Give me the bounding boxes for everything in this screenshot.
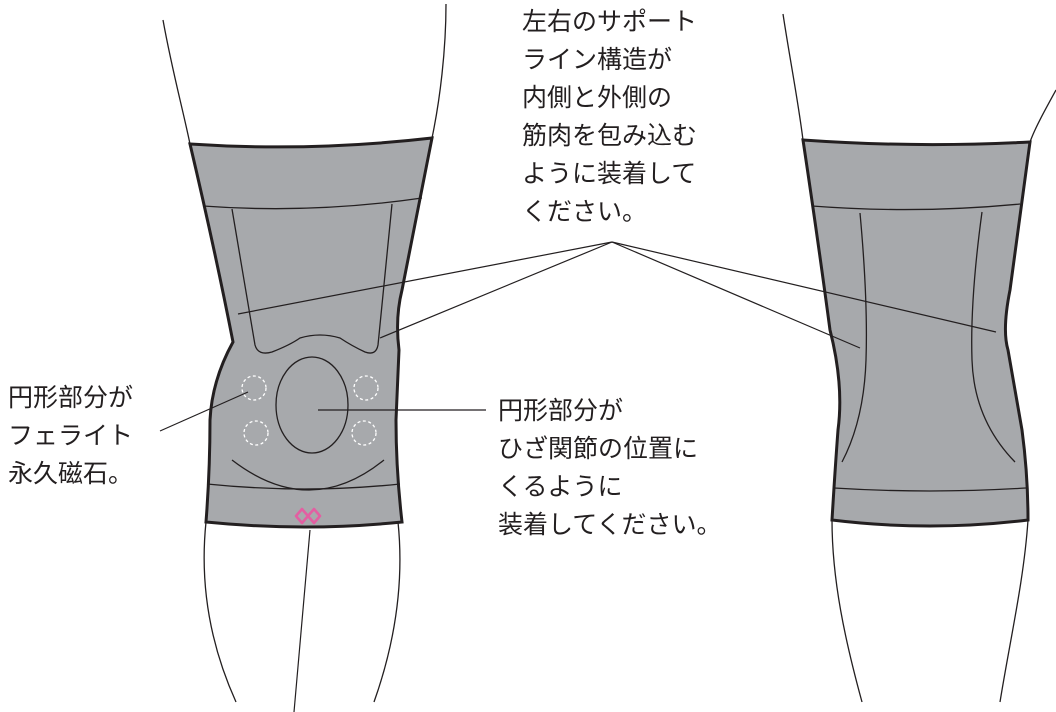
annotation-line: 永久磁石。 <box>8 459 134 488</box>
annotation-line: 内側と外側の <box>522 83 673 112</box>
front-leg-outline <box>373 521 401 703</box>
front-thigh-outline <box>162 19 191 145</box>
annotation-line: フェライト <box>8 421 134 450</box>
back-thigh-outline <box>782 13 804 141</box>
magnet-circle <box>243 420 269 446</box>
leader-line <box>611 241 997 333</box>
front-upper-band <box>202 197 423 210</box>
annotation-line: ください。 <box>522 197 648 226</box>
magnet-annotation: 円形部分が フェライト 永久磁石。 <box>8 379 133 493</box>
annotation-line: 円形部分が <box>8 383 134 412</box>
back-thigh-outline <box>1029 89 1056 143</box>
leader-line <box>159 391 249 432</box>
annotation-line: ひざ関節の位置に <box>498 434 699 463</box>
annotation-line: 装着してください。 <box>498 510 722 539</box>
front-leg-outline <box>203 521 237 703</box>
brand-logo-icon <box>294 507 322 525</box>
leader-lines <box>159 241 997 712</box>
back-leg-outline <box>999 519 1029 703</box>
annotation-line: ように装着して <box>522 159 697 188</box>
front-support-channel <box>231 203 393 354</box>
leader-line <box>293 529 311 712</box>
back-support-line-left <box>841 212 868 463</box>
circle-position-annotation: 円形部分が ひざ関節の位置に くるように 装着してください。 <box>498 392 722 544</box>
back-bottom-band <box>833 487 1027 492</box>
annotation-line: 左右のサポート <box>522 7 698 36</box>
annotation-line: 円形部分が <box>498 396 624 425</box>
front-view <box>162 3 447 703</box>
leader-line <box>611 241 861 349</box>
front-bottom-band <box>206 483 401 490</box>
front-thigh-outline <box>431 3 447 139</box>
front-sleeve <box>188 136 434 529</box>
annotation-line: くるように <box>498 472 623 501</box>
annotation-line: ライン構造が <box>522 45 673 74</box>
back-view <box>782 13 1056 703</box>
magnet-circle <box>241 375 267 401</box>
back-upper-band <box>811 203 1021 211</box>
magnet-circle <box>351 420 377 446</box>
magnet-circle <box>353 375 379 401</box>
front-lower-arc <box>231 459 385 491</box>
annotation-line: 筋肉を包み込む <box>522 121 698 150</box>
back-support-line-right <box>971 211 1016 463</box>
leader-line <box>237 241 613 315</box>
back-leg-outline <box>831 519 863 703</box>
leader-line <box>379 241 613 339</box>
support-line-annotation: 左右のサポート ライン構造が 内側と外側の 筋肉を包み込む ように装着して くだ… <box>522 3 697 231</box>
knee-circle <box>275 356 349 454</box>
back-sleeve <box>801 138 1032 528</box>
